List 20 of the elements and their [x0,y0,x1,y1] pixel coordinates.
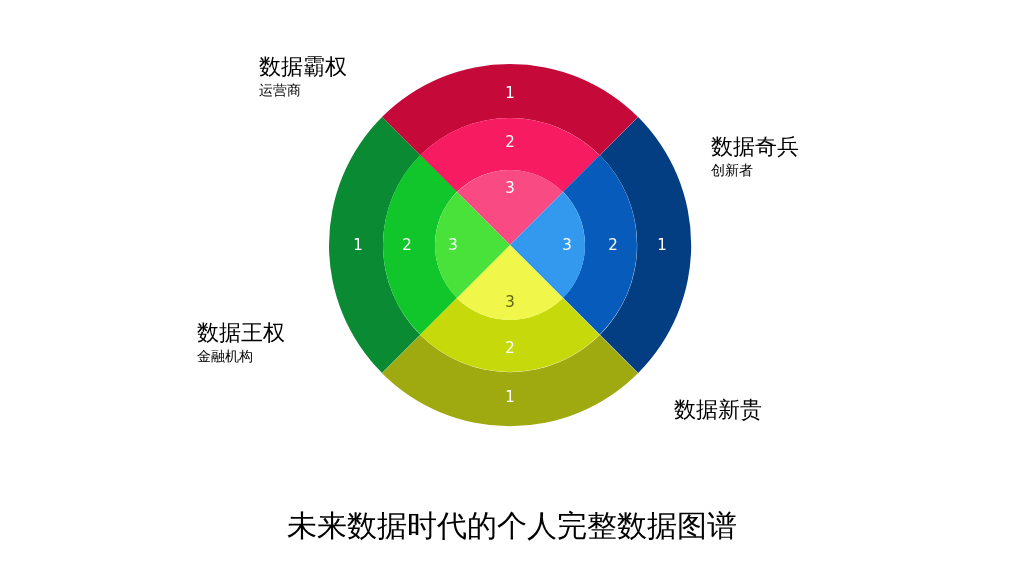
segment-subtitle: 金融机构 [197,347,253,366]
ring-number: 3 [505,294,515,310]
ring-number: 1 [353,237,363,253]
ring-number: 2 [505,134,515,150]
ring-number: 2 [402,237,412,253]
ring-number: 1 [505,389,515,405]
ring-number: 3 [448,237,458,253]
ring-number: 1 [505,85,515,101]
ring-number: 3 [562,237,572,253]
ring-number: 1 [657,237,667,253]
segment-subtitle: 运营商 [259,81,301,100]
ring-number: 2 [505,340,515,356]
ring-number: 2 [608,237,618,253]
segment-heading: 数据王权 [197,319,285,347]
segment-heading: 数据霸权 [259,53,347,81]
title: 未来数据时代的个人完整数据图谱 [287,508,737,544]
segment-subtitle: 创新者 [711,161,753,180]
ring-number: 3 [505,180,515,196]
segment-heading: 数据新贵 [674,396,762,424]
segment-heading: 数据奇兵 [711,133,799,161]
